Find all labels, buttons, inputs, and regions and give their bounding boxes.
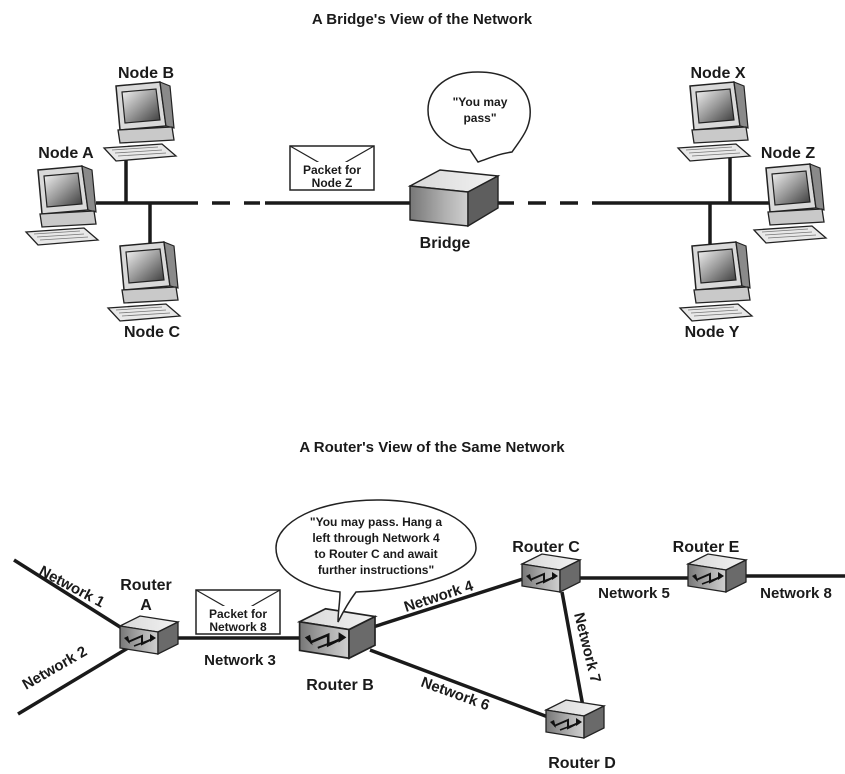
bridge-speech-line2: pass"	[463, 111, 496, 125]
node-a-label: Node A	[38, 145, 94, 162]
packet-label-line2: Network 8	[209, 620, 267, 634]
router-e-label: Router E	[673, 539, 740, 556]
router-b-label: Router B	[306, 677, 374, 694]
router-speech-bubble: "You may pass. Hang a left through Netwo…	[275, 499, 477, 623]
router-b-icon	[298, 607, 377, 660]
bridge-speech-line1: "You may	[453, 95, 508, 109]
router-a-label-line1: Router	[120, 577, 172, 594]
router-c-icon	[521, 553, 581, 593]
packet-label-line2: Node Z	[312, 176, 353, 190]
bridge-box	[407, 169, 501, 228]
network-6-label: Network 6	[419, 674, 492, 714]
router-a-label-line2: A	[140, 597, 152, 614]
network-5-label: Network 5	[598, 585, 670, 602]
network-2-link	[17, 646, 129, 716]
router-speech-line3: to Router C and await	[314, 547, 437, 561]
network-1-link	[13, 558, 129, 634]
router-e-icon	[687, 553, 747, 593]
network-3-label: Network 3	[204, 652, 276, 669]
router-view-title: A Router's View of the Same Network	[299, 439, 565, 456]
bridge-label: Bridge	[420, 235, 471, 252]
node-b-label: Node B	[118, 65, 174, 82]
packet-label-line1: Packet for	[303, 163, 361, 177]
router-a-icon	[119, 615, 179, 655]
network-4-link	[369, 576, 527, 630]
node-b-computer	[103, 81, 177, 162]
network-7-link	[560, 591, 586, 713]
packet-envelope-node-z: Packet for Node Z	[289, 145, 375, 191]
node-y-label: Node Y	[685, 324, 740, 341]
node-c-computer	[107, 241, 181, 322]
network-1-label: Network 1	[36, 563, 107, 612]
bridge-speech-bubble: "You may pass"	[427, 71, 531, 163]
router-speech-line2: left through Network 4	[312, 531, 440, 545]
router-d-icon	[545, 699, 605, 739]
node-x-computer	[677, 81, 751, 162]
router-d-label: Router D	[548, 755, 616, 772]
packet-label-line1: Packet for	[209, 607, 267, 621]
router-speech-line4: further instructions"	[318, 563, 434, 577]
node-z-label: Node Z	[761, 145, 815, 162]
network-6-link	[369, 648, 557, 722]
router-speech-line1: "You may pass. Hang a	[310, 515, 443, 529]
node-a-computer	[25, 165, 99, 246]
packet-envelope-network-8: Packet for Network 8	[195, 589, 281, 635]
router-c-label: Router C	[512, 539, 580, 556]
node-y-computer	[679, 241, 753, 322]
network-8-label: Network 8	[760, 585, 832, 602]
bridge-view-title: A Bridge's View of the Network	[312, 11, 533, 28]
node-c-label: Node C	[124, 324, 180, 341]
network-2-label: Network 2	[20, 643, 91, 694]
node-x-label: Node X	[690, 65, 745, 82]
